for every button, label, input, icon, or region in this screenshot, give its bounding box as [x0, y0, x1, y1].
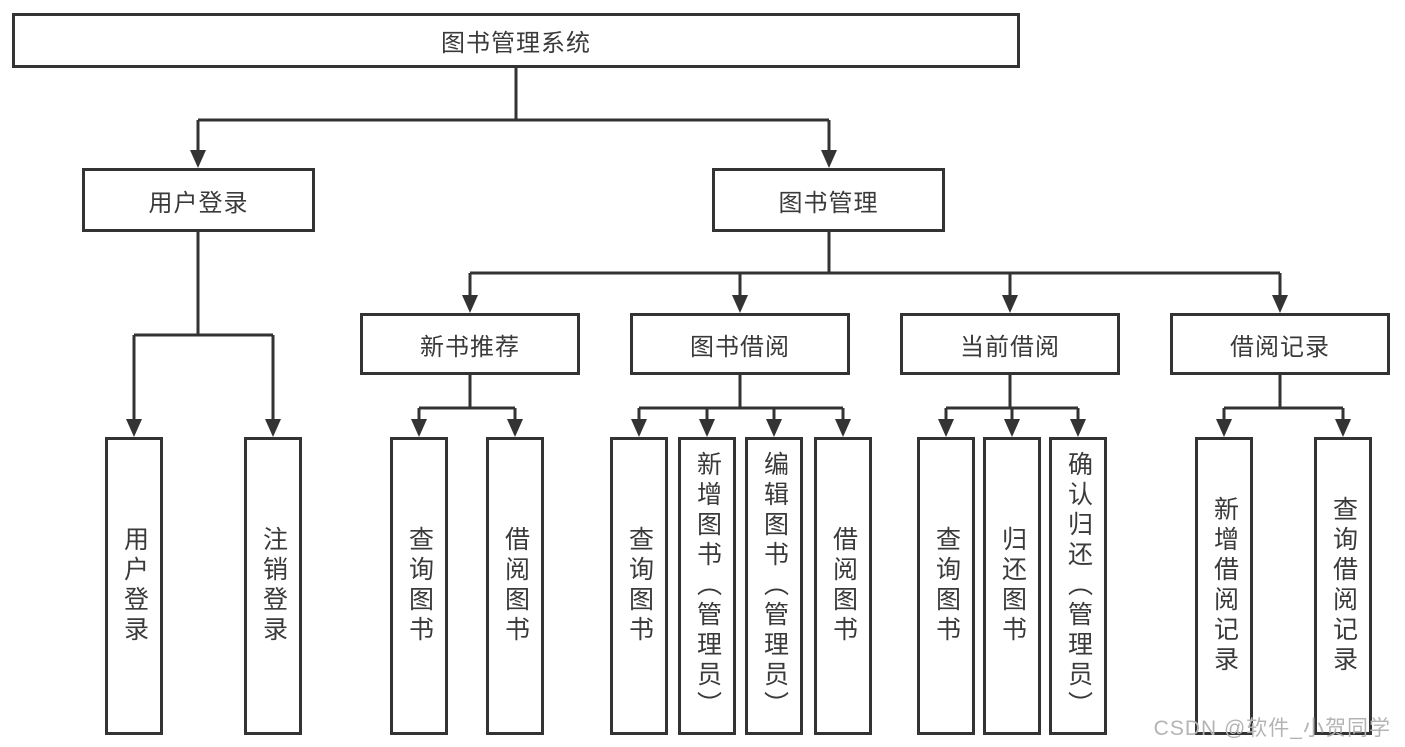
leaf-query-borrow-record: 查询借阅记录 — [1314, 437, 1372, 735]
leaf-label: 查询图书 — [625, 526, 654, 646]
leaf-label: 新增借阅记录 — [1210, 496, 1239, 676]
leaf-label: 注销登录 — [259, 526, 288, 646]
node-user-login: 用户登录 — [82, 168, 315, 232]
leaf-label: 借阅图书 — [829, 526, 858, 646]
node-library-system: 图书管理系统 — [12, 13, 1020, 68]
leaf-return-book: 归还图书 — [983, 437, 1041, 735]
leaf-borrow-book-recommend: 借阅图书 — [486, 437, 544, 735]
leaf-label: 查询借阅记录 — [1329, 496, 1358, 676]
leaf-query-book-current: 查询图书 — [917, 437, 975, 735]
leaf-logout: 注销登录 — [244, 437, 302, 735]
leaf-user-login: 用户登录 — [105, 437, 163, 735]
leaf-label: 编辑图书（管理员） — [760, 451, 789, 721]
node-book-borrowing: 图书借阅 — [630, 313, 850, 375]
leaf-edit-book-admin: 编辑图书（管理员） — [745, 437, 803, 735]
leaf-add-book-admin: 新增图书（管理员） — [678, 437, 736, 735]
node-current-borrowing: 当前借阅 — [900, 313, 1120, 375]
leaf-add-borrow-record: 新增借阅记录 — [1195, 437, 1253, 735]
leaf-confirm-return-admin: 确认归还（管理员） — [1049, 437, 1107, 735]
node-borrowing-records: 借阅记录 — [1170, 313, 1390, 375]
arrowhead-icons — [126, 150, 1351, 437]
leaf-label: 确认归还（管理员） — [1064, 451, 1093, 721]
leaf-label: 新增图书（管理员） — [693, 451, 722, 721]
watermark: CSDN @软件_小贺同学 — [1153, 717, 1391, 740]
leaf-query-book-recommend: 查询图书 — [390, 437, 448, 735]
leaf-label: 查询图书 — [405, 526, 434, 646]
leaf-label: 借阅图书 — [501, 526, 530, 646]
leaf-query-book-borrowing: 查询图书 — [610, 437, 668, 735]
leaf-label: 查询图书 — [932, 526, 961, 646]
leaf-label: 归还图书 — [998, 526, 1027, 646]
leaf-label: 用户登录 — [120, 526, 149, 646]
node-new-book-recommendation: 新书推荐 — [360, 313, 580, 375]
node-book-management: 图书管理 — [712, 168, 945, 232]
leaf-borrow-book: 借阅图书 — [814, 437, 872, 735]
